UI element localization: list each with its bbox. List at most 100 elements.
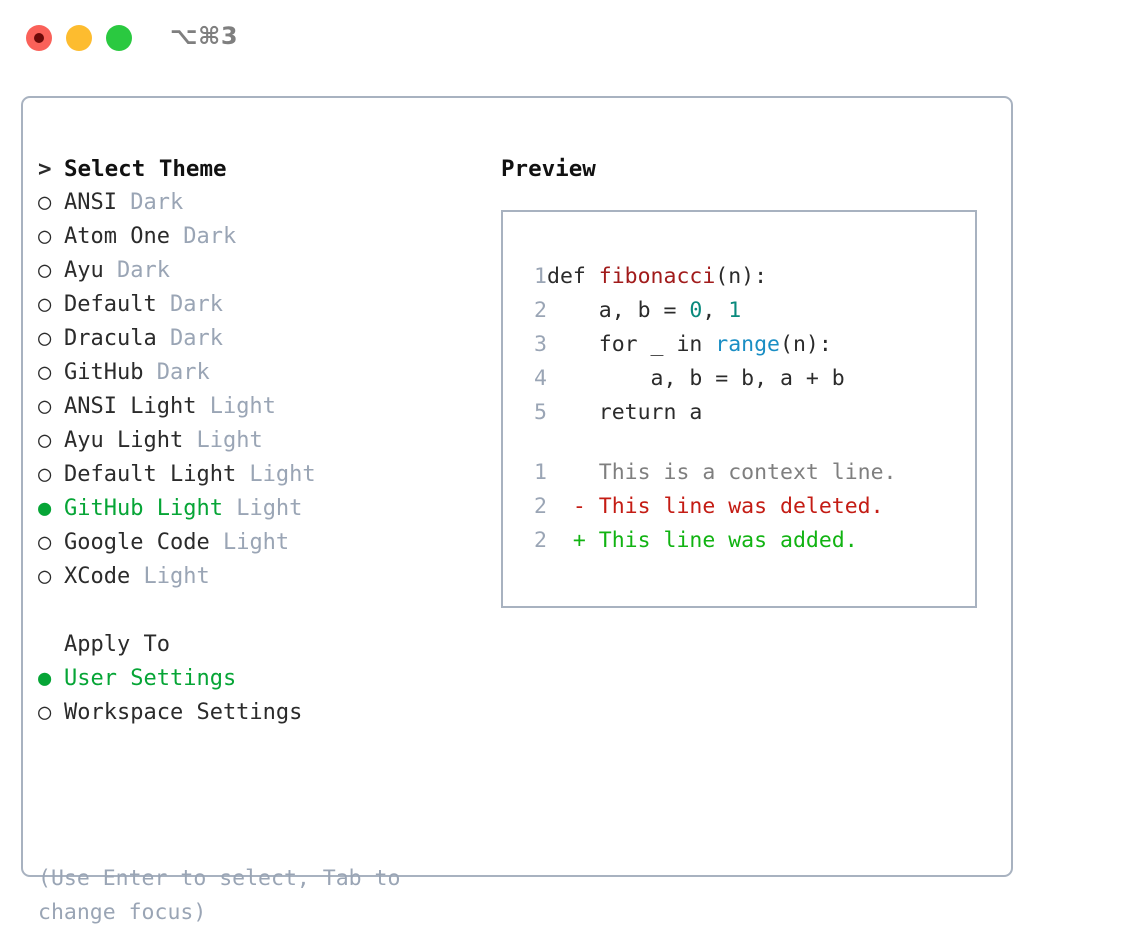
diff-sign: [547, 460, 599, 485]
apply-to-item-label: User Settings: [64, 666, 237, 691]
diff-line-number: 2: [534, 494, 547, 519]
theme-list-item[interactable]: ○ Default Light Light: [38, 458, 468, 492]
preview-column: Preview 1def fibonacci(n): 2 a, b = 0, 1 3…: [501, 152, 1001, 608]
select-theme-heading-label: Select Theme: [64, 156, 227, 182]
theme-variant-tag: Light: [236, 462, 316, 487]
radio-selected-icon[interactable]: ●: [38, 496, 52, 521]
theme-list-item[interactable]: ○ Dracula Dark: [38, 322, 468, 356]
code-line: 1def fibonacci(n):: [521, 260, 971, 294]
theme-selector-column: > Select Theme ○ ANSI Dark ○ Atom One Dark ○ A…: [38, 152, 468, 730]
theme-list-item-label: GitHub Light: [64, 496, 223, 521]
apply-to-item[interactable]: ○ Workspace Settings: [38, 696, 468, 730]
apply-to-list: ● User Settings ○ Workspace Settings: [38, 662, 468, 730]
diff-line: 2 - This line was deleted.: [521, 490, 971, 524]
theme-list-item-label: Default Light: [64, 462, 237, 487]
preview-heading: Preview: [501, 156, 596, 182]
keyboard-hint-text: (Use Enter to select, Tab to change focu…: [38, 866, 401, 925]
radio-unselected-icon[interactable]: ○: [38, 462, 52, 487]
code-sample: 1def fibonacci(n): 2 a, b = 0, 1 3 for _ i…: [521, 260, 971, 430]
theme-list-item[interactable]: ○ Default Dark: [38, 288, 468, 322]
theme-list-item-label: Dracula: [64, 326, 157, 351]
radio-unselected-icon[interactable]: ○: [38, 292, 52, 317]
code-line-number: 1: [534, 264, 547, 289]
radio-unselected-icon[interactable]: ○: [38, 394, 52, 419]
theme-variant-tag: Light: [183, 428, 263, 453]
diff-line-number: 1: [534, 460, 547, 485]
theme-list-item[interactable]: ○ANSI Light Light: [38, 390, 468, 424]
theme-list-item[interactable]: ● GitHub Light Light: [38, 492, 468, 526]
code-token: for _ in: [547, 332, 716, 357]
theme-list-item[interactable]: ○ Ayu Dark: [38, 254, 468, 288]
radio-unselected-icon[interactable]: ○: [38, 258, 52, 283]
code-line-number: 5: [534, 400, 547, 425]
code-line-number: 2: [534, 298, 547, 323]
maximize-button-icon[interactable]: [106, 25, 132, 51]
theme-list-item[interactable]: ○ Atom One Dark: [38, 220, 468, 254]
diff-line: 1 This is a context line.: [521, 456, 971, 490]
radio-unselected-icon[interactable]: ○: [38, 326, 52, 351]
theme-variant-tag: Light: [130, 564, 210, 589]
theme-variant-tag: Dark: [156, 326, 223, 351]
theme-list-item[interactable]: ○Google Code Light: [38, 526, 468, 560]
code-token: def: [547, 264, 599, 289]
radio-unselected-icon[interactable]: ○: [38, 224, 52, 249]
theme-variant-tag: Dark: [116, 190, 184, 215]
preview-code-content: 1def fibonacci(n): 2 a, b = 0, 1 3 for _ i…: [521, 260, 971, 558]
code-token: 0: [689, 298, 703, 323]
code-line-number: 4: [534, 366, 547, 391]
code-token: ,: [702, 298, 729, 323]
radio-unselected-icon[interactable]: ○: [38, 360, 52, 385]
theme-list-item-label: Google Code: [64, 530, 210, 555]
code-token: a, b = b, a + b: [547, 366, 845, 391]
apply-to-item-label: Workspace Settings: [64, 700, 303, 725]
theme-list-item-label: Ayu Light: [64, 428, 184, 453]
theme-list-item-label: XCode: [64, 564, 131, 589]
radio-unselected-icon[interactable]: ○: [38, 530, 52, 555]
theme-list-item[interactable]: ○ Ayu Light Light: [38, 424, 468, 458]
theme-variant-tag: Dark: [156, 292, 223, 317]
apply-to-heading: Apply To: [64, 632, 170, 657]
theme-list-item-label: Ayu: [64, 258, 104, 283]
select-theme-heading: > Select Theme: [38, 152, 468, 186]
window-title: ⌥⌘3: [170, 22, 239, 50]
code-line-number: 3: [534, 332, 547, 357]
apply-to-item[interactable]: ● User Settings: [38, 662, 468, 696]
code-line: 3 for _ in range(n):: [521, 328, 971, 362]
code-line: 4 a, b = b, a + b: [521, 362, 971, 396]
theme-list-item-label: Default: [64, 292, 157, 317]
theme-variant-tag: Light: [222, 496, 303, 521]
cursor-caret-icon: >: [38, 156, 52, 182]
theme-variant-tag: Dark: [169, 224, 237, 249]
code-token: a, b =: [547, 298, 690, 323]
radio-selected-icon[interactable]: ●: [38, 666, 52, 691]
diff-line: 2 + This line was added.: [521, 524, 971, 558]
theme-variant-tag: Dark: [103, 258, 170, 283]
content-panel: > Select Theme ○ ANSI Dark ○ Atom One Dark ○ A…: [21, 96, 1013, 925]
theme-list-item-label: ANSI Light: [64, 394, 197, 419]
list-spacer: [38, 594, 468, 628]
radio-unselected-icon[interactable]: ○: [38, 700, 52, 725]
radio-unselected-icon[interactable]: ○: [38, 190, 52, 215]
diff-sample: 1 This is a context line.2 - This line w…: [521, 456, 971, 558]
theme-list-item[interactable]: ○ ANSI Dark: [38, 186, 468, 220]
diff-sign: +: [547, 528, 599, 553]
code-line: 5 return a: [521, 396, 971, 430]
diff-line-text: This line was deleted.: [598, 494, 884, 519]
theme-list-item[interactable]: ○GitHub Dark: [38, 356, 468, 390]
preview-code-box: 1def fibonacci(n): 2 a, b = 0, 1 3 for _ i…: [501, 210, 977, 608]
recording-dot-icon: [34, 33, 44, 43]
radio-unselected-icon[interactable]: ○: [38, 428, 52, 453]
theme-list-item-label: Atom One: [64, 224, 170, 249]
diff-sign: -: [547, 494, 599, 519]
code-token: 1: [728, 298, 742, 323]
code-diff-spacer: [521, 430, 971, 456]
minimize-button-icon[interactable]: [66, 25, 92, 51]
title-bar: ⌥⌘3: [0, 0, 1140, 78]
diff-line-number: 2: [534, 528, 547, 553]
diff-line-text: This line was added.: [598, 528, 858, 553]
code-token: range: [715, 332, 781, 357]
radio-unselected-icon[interactable]: ○: [38, 564, 52, 589]
theme-list-item[interactable]: ○ XCode Light: [38, 560, 468, 594]
theme-list-item-label: ANSI: [64, 190, 117, 215]
